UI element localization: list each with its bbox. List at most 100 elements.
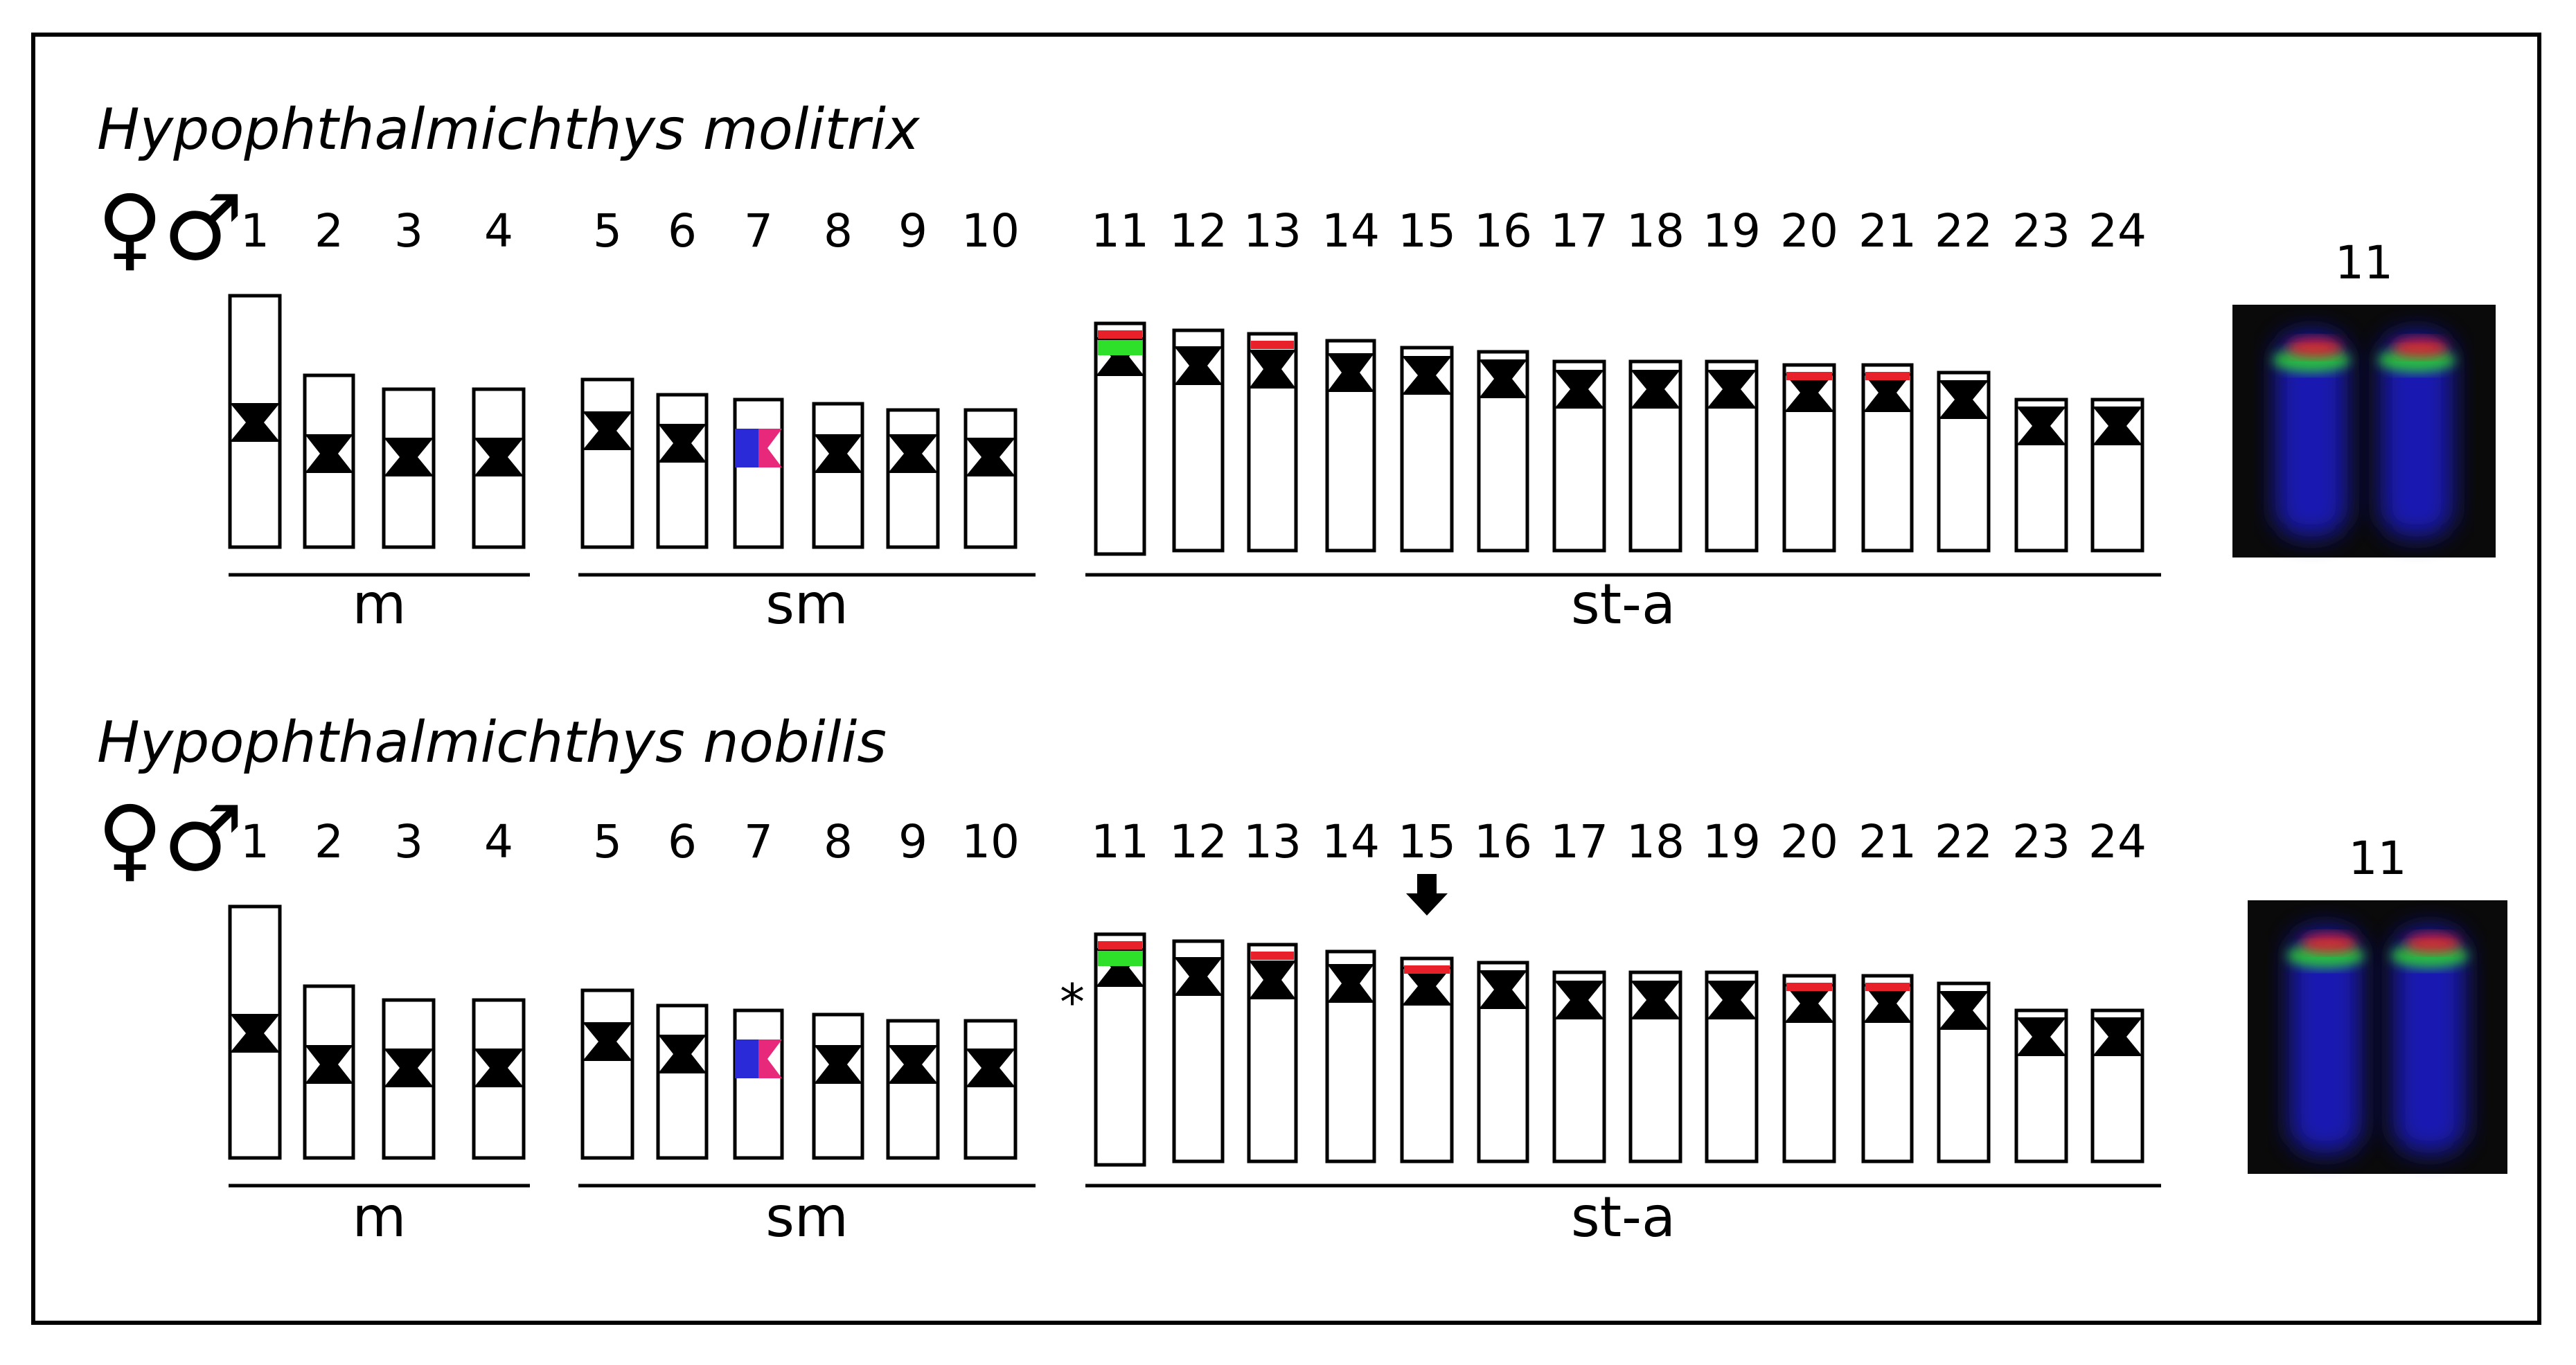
inset-label: 11	[2335, 236, 2393, 289]
chromosome-number: 8	[824, 204, 853, 258]
chromosome-number: 23	[2012, 815, 2070, 868]
chromosome-17	[1552, 970, 1606, 1163]
centromere	[1402, 356, 1452, 395]
chromosome-number: 22	[1935, 204, 1993, 258]
centromere-blue-signal	[735, 429, 758, 467]
chromosome-number: 11	[1091, 815, 1149, 868]
chromosome-24	[2090, 398, 2144, 553]
chromosome-number: 5	[593, 204, 622, 258]
red-signal	[1098, 941, 1142, 949]
green-signal	[1098, 951, 1142, 966]
chromosome-23	[2014, 398, 2068, 553]
chromosome-number: 12	[1169, 815, 1227, 868]
group-label: sm	[765, 1185, 849, 1249]
chromosome-number: 1	[240, 815, 269, 868]
centromere	[2093, 407, 2142, 445]
species-name: Hypophthalmichthys molitrix	[97, 97, 921, 163]
centromere	[888, 434, 938, 473]
chromosome-10	[963, 408, 1018, 549]
chromosome-12	[1172, 328, 1225, 553]
centromere	[583, 1022, 632, 1061]
group-label: m	[353, 1185, 407, 1249]
centromere	[1784, 373, 1834, 412]
chromosome-11	[1094, 932, 1146, 1167]
chromosome-number: 9	[898, 815, 927, 868]
chromosome-number: 20	[1780, 204, 1838, 258]
centromere	[474, 438, 524, 476]
centromere	[2016, 1017, 2066, 1056]
sex-symbols: ♀♂	[97, 786, 244, 891]
chromosome-4	[472, 998, 526, 1160]
chromosome-number: 17	[1550, 815, 1608, 868]
chromosome-number: 18	[1626, 815, 1685, 868]
chromosome-number: 9	[898, 204, 927, 258]
centromere	[1327, 353, 1374, 392]
chromosome-4	[472, 387, 526, 549]
centromere	[1249, 350, 1296, 389]
group-label: st-a	[1571, 1185, 1676, 1249]
chromosome-6	[656, 393, 709, 549]
chromosome-number: 12	[1169, 204, 1227, 258]
centromere	[1631, 981, 1680, 1019]
centromere	[1939, 991, 1989, 1030]
chromosome-number: 14	[1322, 204, 1380, 258]
red-signal	[1251, 952, 1294, 960]
centromere	[658, 424, 707, 463]
centromere	[474, 1049, 524, 1087]
chromosome-number: 5	[593, 815, 622, 868]
chromosome-24	[2090, 1008, 2144, 1163]
chromosome-5	[580, 377, 634, 549]
chromosome-14	[1325, 949, 1376, 1163]
chromosome-9	[886, 1019, 940, 1160]
red-signal	[1404, 965, 1450, 974]
red-signal	[1786, 983, 1832, 991]
group-label: m	[353, 572, 407, 636]
chromosome-number: 10	[961, 204, 1020, 258]
centromere-pink-signal	[758, 1040, 782, 1078]
fish-inset-image: 11	[2248, 832, 2507, 1174]
asterisk-marker: *	[1060, 973, 1085, 1031]
centromere	[230, 403, 280, 442]
chromosome-16	[1477, 350, 1529, 553]
chromosome-number: 18	[1626, 204, 1685, 258]
chromosome-19	[1705, 359, 1759, 553]
chromosome-number: 24	[2088, 815, 2147, 868]
green-signal	[1098, 340, 1142, 355]
chromosome-8	[812, 402, 864, 549]
chromosome-5	[580, 988, 634, 1160]
chromosome-15	[1400, 956, 1454, 1163]
chromosome-number: 13	[1243, 204, 1302, 258]
red-signal	[1098, 330, 1142, 339]
species-name: Hypophthalmichthys nobilis	[97, 710, 887, 776]
red-signal	[1786, 372, 1832, 380]
chromosome-7	[733, 398, 784, 549]
chromosome-number: 15	[1398, 204, 1456, 258]
centromere	[1784, 984, 1834, 1023]
fish-inset-image: 11	[2232, 236, 2496, 557]
centromere	[230, 1014, 280, 1053]
centromere	[1327, 964, 1374, 1003]
centromere	[1863, 984, 1912, 1023]
centromere	[1631, 370, 1680, 409]
chromosome-number: 2	[314, 815, 344, 868]
centromere	[1939, 380, 1989, 419]
red-signal	[1865, 983, 1910, 991]
red-signal	[1251, 341, 1294, 349]
centromere	[1174, 346, 1223, 385]
chromosome-number: 7	[744, 204, 773, 258]
chromosome-3	[382, 387, 436, 549]
chromosome-20	[1782, 974, 1836, 1163]
centromere	[1863, 373, 1912, 412]
centromere-pink-signal	[758, 429, 782, 467]
chromosome-number: 21	[1858, 204, 1917, 258]
chromosome-number: 23	[2012, 204, 2070, 258]
chromosome-18	[1628, 970, 1682, 1163]
chromosome-10	[963, 1019, 1018, 1160]
chromosome-number: 6	[668, 815, 697, 868]
centromere	[1707, 370, 1757, 409]
centromere	[305, 1045, 353, 1084]
chromosome-number: 21	[1858, 815, 1917, 868]
chromosome-number: 24	[2088, 204, 2147, 258]
